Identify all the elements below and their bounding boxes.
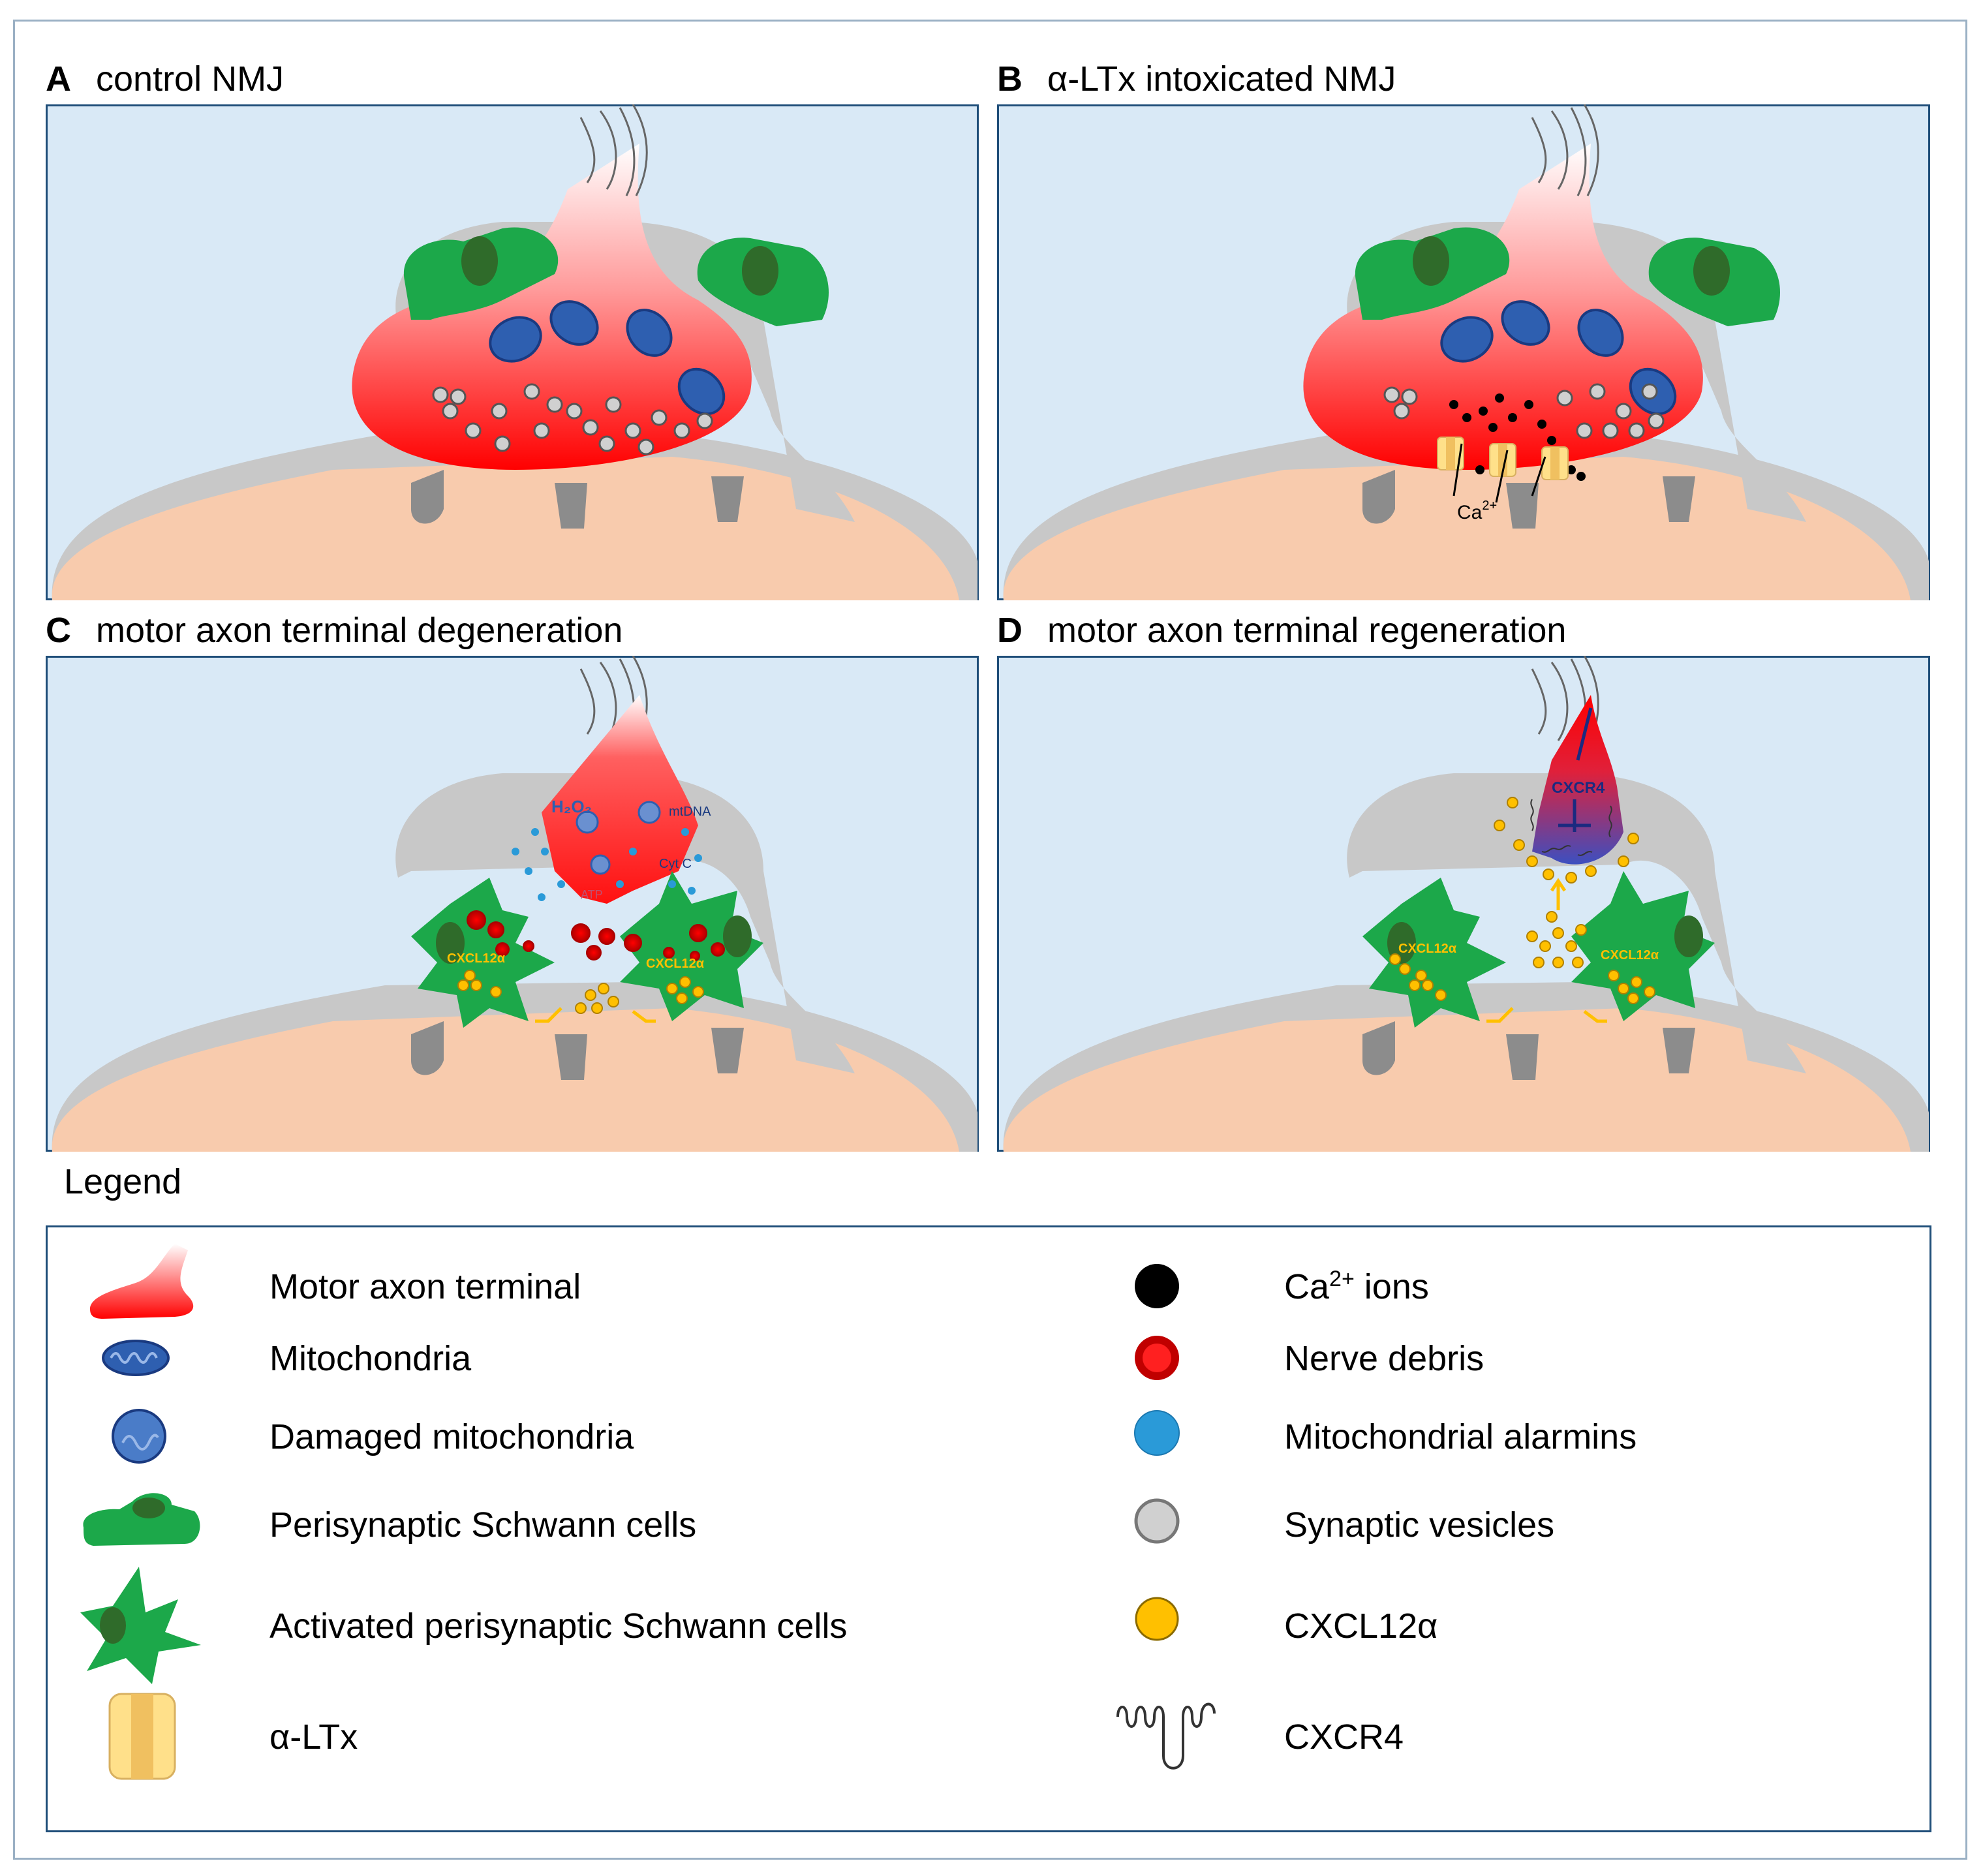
cxcl12-label: CXCL12α [447, 951, 506, 966]
mtdna-label: mtDNA [669, 805, 711, 819]
panel-a-diagram [46, 104, 979, 600]
regenerating-axon-terminal [1532, 695, 1623, 865]
legend-label: Synaptic vesicles [1284, 1505, 1555, 1545]
legend-label: α-LTx [269, 1717, 358, 1757]
panel-c-diagram: H₂O₂ mtDNA Cyt C ATP CXCL12α CXCL12α [46, 656, 979, 1152]
cxcr4-receptors [1530, 799, 1612, 856]
legend-label: CXCR4 [1284, 1717, 1404, 1757]
legend-label: Ca2+ ions [1284, 1267, 1429, 1306]
nerve-debris-icon [1135, 1336, 1179, 1380]
legend-label: Motor axon terminal [269, 1267, 581, 1306]
legend-label: Damaged mitochondria [269, 1417, 634, 1456]
activated-schwann-cell-icon [80, 1567, 201, 1684]
axon-terminal-icon [90, 1244, 194, 1319]
legend-label: Mitochondrial alarmins [1284, 1417, 1637, 1456]
panel-b-diagram: Ca2+ [997, 104, 1930, 600]
legend-title: Legend [64, 1162, 182, 1201]
legend-label: Mitochondria [269, 1339, 472, 1378]
panel-d-diagram: CXCR4 CXCL12α CXCL12α [997, 656, 1930, 1152]
h2o2-label: H₂O₂ [551, 797, 592, 816]
cxcl12-icon [1135, 1597, 1179, 1641]
legend-box: Motor axon terminal Mitochondria Damaged… [46, 1225, 1931, 1832]
activated-schwann-cell [620, 871, 763, 1021]
junctional-folds [411, 470, 744, 529]
legend-label: Nerve debris [1284, 1339, 1484, 1378]
legend-label: Perisynaptic Schwann cells [269, 1505, 697, 1545]
cytc-label: Cyt C [659, 857, 692, 871]
activated-schwann-cell [1571, 871, 1715, 1021]
alpha-ltx-channels [1437, 437, 1569, 480]
damaged-mitochondria-icon [112, 1409, 166, 1464]
motor-axon-terminal [352, 144, 752, 470]
figure-frame [13, 20, 1967, 1860]
cxcl12-label: CXCL12α [646, 957, 705, 971]
cxcl12-label: CXCL12α [1601, 948, 1659, 962]
calcium-label: Ca2+ [1457, 499, 1497, 523]
calcium-ion-icon [1135, 1264, 1179, 1308]
mitochondria-icon [102, 1340, 170, 1376]
nerve-debris [467, 910, 725, 961]
legend-label: CXCL12α [1284, 1607, 1438, 1646]
cxcr4-icon [1116, 1702, 1216, 1770]
atp-label: ATP [581, 888, 603, 901]
synaptic-vesicle-icon [1134, 1498, 1180, 1544]
schwann-cell-icon [83, 1493, 200, 1546]
activated-schwann-cell [1362, 878, 1506, 1028]
mitochondrial-alarmin-icon [1134, 1410, 1180, 1456]
legend-label: Activated perisynaptic Schwann cells [269, 1607, 848, 1646]
alpha-ltx-icon [108, 1693, 176, 1780]
cxcr4-label: CXCR4 [1552, 779, 1605, 797]
degenerating-axon-terminal [542, 695, 698, 904]
activated-schwann-cell [411, 878, 555, 1028]
cxcl12-label: CXCL12α [1398, 942, 1457, 956]
